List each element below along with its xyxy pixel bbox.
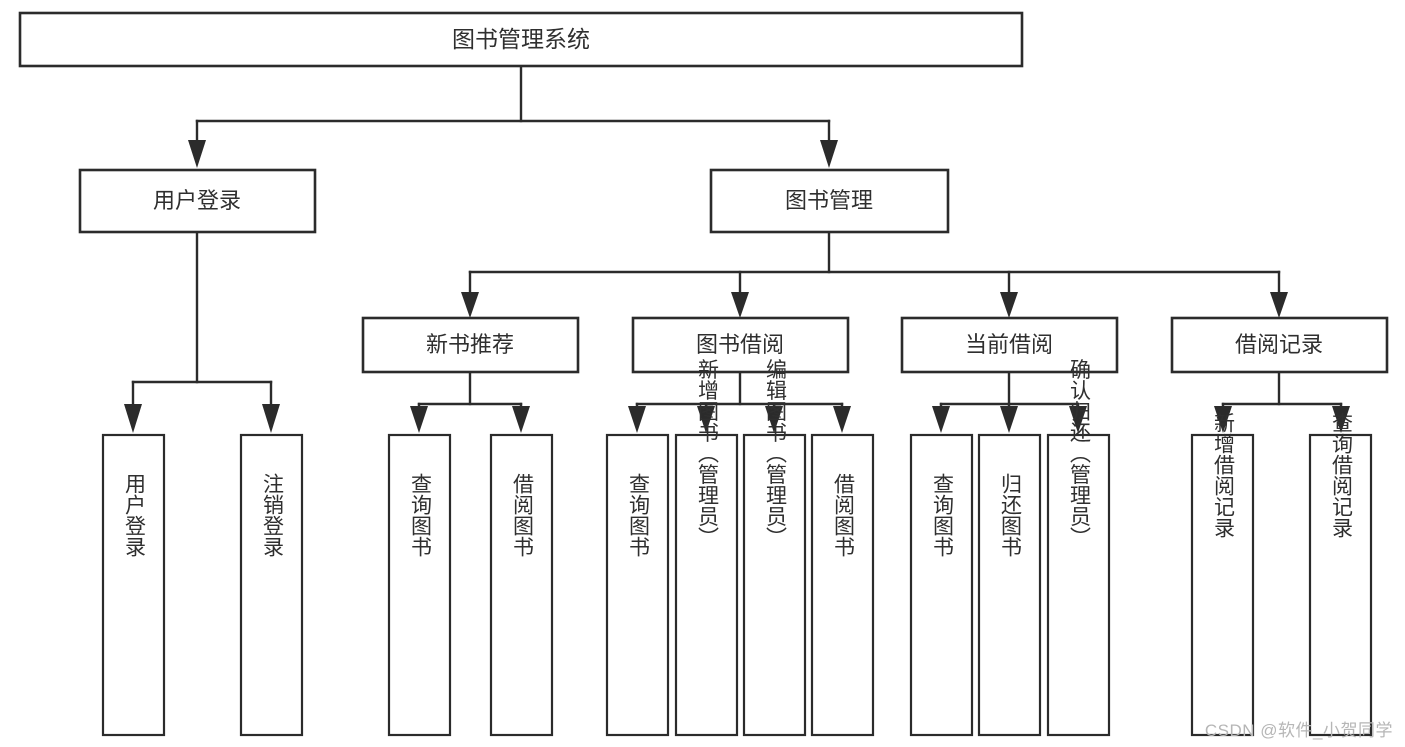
arrow-head-book-borrow-leaf-2 — [697, 406, 715, 433]
leaf-book-borrow-3[interactable]: 编辑图书（管理员） — [742, 359, 807, 737]
leaf-current-borrow-1-label: 查询图书 — [931, 473, 955, 557]
leaf-borrow-records-1-box[interactable] — [1190, 433, 1255, 737]
leaf-book-borrow-3-box[interactable] — [742, 433, 807, 737]
node-user-login-box[interactable] — [78, 168, 317, 234]
node-borrow-records-box[interactable] — [1170, 316, 1389, 374]
leaf-borrow-records-1-label: 新增借阅记录 — [1212, 412, 1236, 538]
arrow-head-book-borrow — [731, 292, 749, 318]
leaf-current-borrow-2[interactable]: 归还图书 — [977, 433, 1042, 737]
leaf-book-borrow-4-box[interactable] — [810, 433, 875, 737]
leaf-new-book-2-label: 借阅图书 — [511, 473, 535, 557]
leaf-borrow-records-1[interactable]: 新增借阅记录 — [1190, 412, 1255, 737]
leaf-user-login-1[interactable]: 用户登录 — [101, 433, 166, 737]
leaf-book-borrow-1[interactable]: 查询图书 — [605, 433, 670, 737]
node-root-box[interactable] — [18, 11, 1024, 68]
arrow-head-book-borrow-leaf-4 — [833, 406, 851, 433]
arrow-head-book-borrow-leaf-3 — [765, 406, 783, 433]
node-root-label: 图书管理系统 — [452, 26, 590, 52]
node-book-management-box[interactable] — [709, 168, 950, 234]
node-new-book-recommend[interactable]: 新书推荐 — [361, 316, 580, 374]
leaf-new-book-2[interactable]: 借阅图书 — [489, 433, 554, 737]
leaf-user-login-1-box[interactable] — [101, 433, 166, 737]
leaf-current-borrow-3[interactable]: 确认归还（管理员） — [1046, 359, 1111, 737]
node-book-management-label: 图书管理 — [785, 188, 873, 213]
node-book-borrow-box[interactable] — [631, 316, 850, 374]
arrow-head-user-login-child-1 — [124, 404, 142, 433]
leaf-new-book-1[interactable]: 查询图书 — [387, 433, 452, 737]
arrow-head-borrow-records-leaf-1 — [1214, 406, 1232, 433]
arrow-head-book-borrow-leaf-1 — [628, 406, 646, 433]
leaf-current-borrow-2-label: 归还图书 — [999, 473, 1023, 557]
leaf-book-borrow-1-label: 查询图书 — [627, 473, 651, 557]
leaf-new-book-1-label: 查询图书 — [409, 473, 433, 557]
arrow-head-borrow-records — [1270, 292, 1288, 318]
arrow-head-borrow-records-leaf-2 — [1332, 406, 1350, 433]
arrow-head-user-login-child-2 — [262, 404, 280, 433]
node-book-management[interactable]: 图书管理 — [709, 168, 950, 234]
arrow-head-user-login — [188, 140, 206, 168]
leaf-new-book-2-box[interactable] — [489, 433, 554, 737]
arrow-head-current-borrow-leaf-3 — [1069, 406, 1087, 433]
leaf-user-login-1-label: 用户登录 — [123, 473, 147, 557]
node-borrow-records[interactable]: 借阅记录 — [1170, 316, 1389, 374]
arrow-head-new-book-recommend — [461, 292, 479, 318]
leaf-user-login-2-box[interactable] — [239, 433, 304, 737]
leaf-current-borrow-1[interactable]: 查询图书 — [909, 433, 974, 737]
leaf-current-borrow-1-box[interactable] — [909, 433, 974, 737]
node-current-borrow[interactable]: 当前借阅 — [900, 316, 1119, 374]
arrow-head-current-borrow — [1000, 292, 1018, 318]
node-borrow-records-label: 借阅记录 — [1235, 332, 1323, 357]
node-user-login[interactable]: 用户登录 — [78, 168, 317, 234]
leaf-current-borrow-3-label: 确认归还（管理员） — [1068, 359, 1092, 548]
leaf-current-borrow-3-box[interactable] — [1046, 433, 1111, 737]
arrow-head-new-book-leaf-2 — [512, 406, 530, 433]
node-new-book-recommend-label: 新书推荐 — [426, 332, 514, 357]
node-root-system[interactable]: 图书管理系统 — [18, 11, 1024, 68]
arrow-head-current-borrow-leaf-1 — [932, 406, 950, 433]
node-current-borrow-box[interactable] — [900, 316, 1119, 374]
leaf-user-login-2[interactable]: 注销登录 — [239, 433, 304, 737]
leaf-book-borrow-2[interactable]: 新增图书（管理员） — [674, 359, 739, 737]
leaf-borrow-records-2-label: 查询借阅记录 — [1330, 412, 1354, 538]
connector-layer — [124, 64, 1350, 433]
node-current-borrow-label: 当前借阅 — [965, 332, 1053, 357]
leaf-borrow-records-2-box[interactable] — [1308, 433, 1373, 737]
node-new-book-recommend-box[interactable] — [361, 316, 580, 374]
leaf-current-borrow-2-box[interactable] — [977, 433, 1042, 737]
leaf-book-borrow-4[interactable]: 借阅图书 — [810, 433, 875, 737]
leaf-borrow-records-2[interactable]: 查询借阅记录 — [1308, 412, 1373, 737]
leaf-book-borrow-1-box[interactable] — [605, 433, 670, 737]
node-user-login-label: 用户登录 — [153, 188, 241, 213]
arrow-head-book-mgmt — [820, 140, 838, 168]
arrow-head-new-book-leaf-1 — [410, 406, 428, 433]
arrow-head-current-borrow-leaf-2 — [1000, 406, 1018, 433]
leaf-user-login-2-label: 注销登录 — [261, 473, 285, 557]
leaf-new-book-1-box[interactable] — [387, 433, 452, 737]
leaf-book-borrow-3-label: 编辑图书（管理员） — [764, 359, 788, 548]
node-book-borrow-label: 图书借阅 — [696, 332, 784, 357]
leaf-book-borrow-4-label: 借阅图书 — [832, 473, 856, 557]
node-book-borrow[interactable]: 图书借阅 — [631, 316, 850, 374]
leaf-book-borrow-2-label: 新增图书（管理员） — [696, 359, 720, 548]
leaf-book-borrow-2-box[interactable] — [674, 433, 739, 737]
